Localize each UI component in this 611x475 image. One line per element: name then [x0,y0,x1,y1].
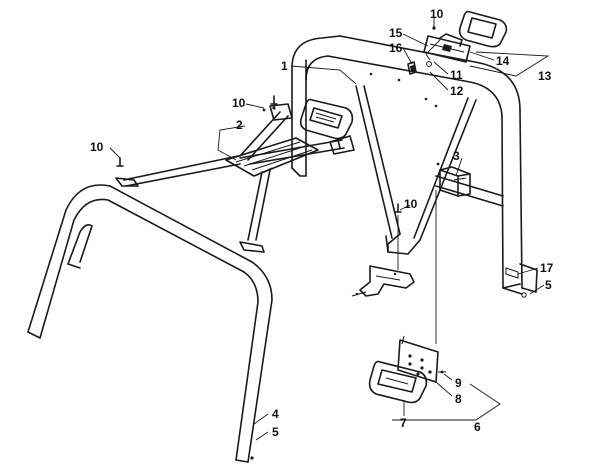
floor-mount-bracket [351,215,415,297]
callout-9: 9 [455,376,462,390]
callout-10-left: 10 [90,140,104,154]
rear-light-assembly [368,335,446,404]
callout-14: 14 [496,54,510,68]
callout-10-top: 10 [430,7,444,21]
callout-numbers: 1 2 3 4 5 5 6 7 8 9 10 10 10 10 11 12 13… [90,7,554,439]
callout-10-cross-frame: 10 [232,96,246,110]
callout-3: 3 [453,149,460,163]
callout-16: 16 [389,41,403,55]
callout-8: 8 [455,392,462,406]
callout-1: 1 [281,59,288,73]
callout-6: 6 [474,420,481,434]
callout-2: 2 [236,118,243,132]
callout-17: 17 [540,261,554,275]
front-roll-bar [27,184,273,463]
cross-frame [115,103,355,253]
top-light-assembly [407,10,508,75]
callout-7: 7 [400,416,407,430]
screws [116,95,440,460]
callout-5-bottom: 5 [272,425,279,439]
callout-5-right: 5 [545,278,552,292]
callout-12: 12 [450,84,464,98]
callout-10-center: 10 [404,197,418,211]
cross-brace-bracket [439,166,471,197]
callout-4: 4 [272,407,279,421]
cross-frame-pad [299,98,354,140]
callout-15: 15 [389,26,403,40]
callout-13: 13 [538,69,552,83]
callout-11: 11 [450,68,463,82]
leader-lines [109,18,550,441]
rear-roll-bar [291,35,538,298]
